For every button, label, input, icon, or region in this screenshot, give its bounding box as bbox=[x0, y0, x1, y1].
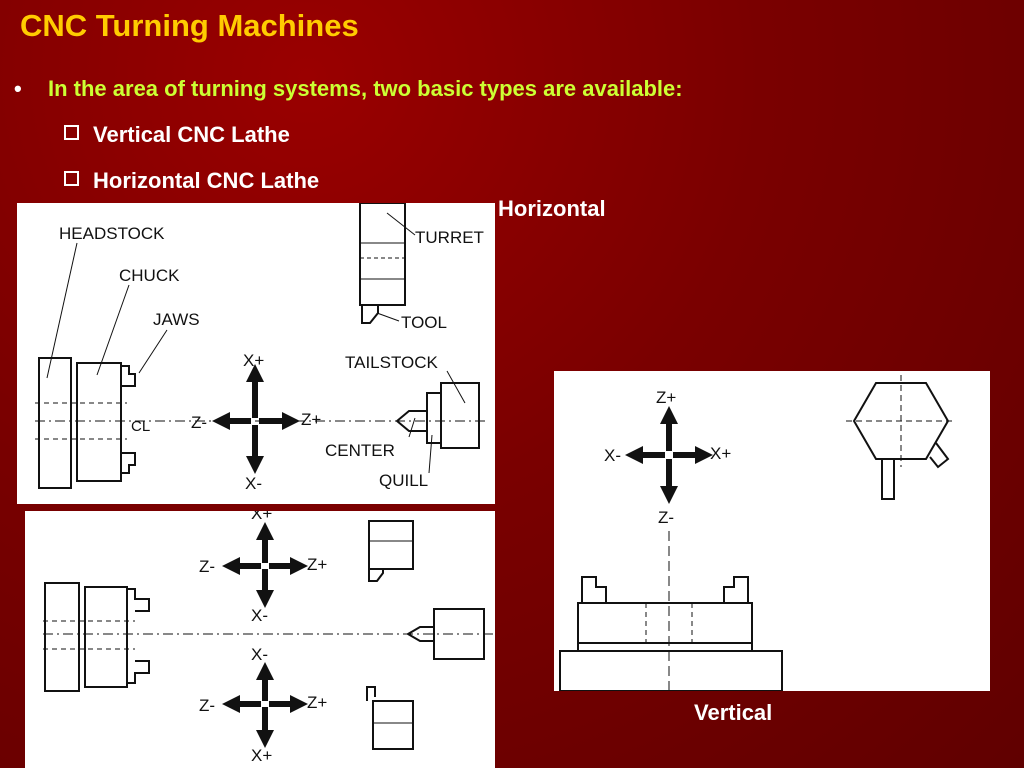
bullet-point: • In the area of turning systems, two bas… bbox=[14, 76, 683, 102]
slide-title: CNC Turning Machines bbox=[20, 8, 359, 43]
vertical-lathe-diagram: Z+ Z- X- X+ bbox=[554, 371, 990, 691]
jaws-shape bbox=[121, 365, 136, 474]
tool-shape bbox=[361, 304, 379, 324]
label-centerline: CL bbox=[131, 418, 150, 435]
axis-label-z-plus-lower: Z+ bbox=[307, 693, 327, 712]
dual-turret-lathe-diagram: X+ X- Z- Z+ X- X+ Z- Z+ bbox=[25, 511, 495, 768]
bullet-dot-icon: • bbox=[14, 76, 22, 101]
axis-label-x-minus: X- bbox=[251, 606, 268, 625]
axis-indicator-lower bbox=[222, 662, 308, 748]
label-quill: QUILL bbox=[379, 471, 428, 490]
axis-label-x-plus-lower: X+ bbox=[251, 746, 272, 765]
label-headstock: HEADSTOCK bbox=[59, 224, 165, 243]
list-item-label: Vertical CNC Lathe bbox=[93, 122, 290, 147]
turret-shape bbox=[359, 203, 406, 306]
list-item-vertical: Vertical CNC Lathe bbox=[64, 122, 290, 148]
label-jaws: JAWS bbox=[153, 310, 200, 329]
axis-label-z-plus: Z+ bbox=[307, 555, 327, 574]
label-chuck: CHUCK bbox=[119, 266, 180, 285]
bullet-text: In the area of turning systems, two basi… bbox=[48, 76, 683, 101]
chuck-table-shape bbox=[577, 602, 753, 644]
axis-label-z-plus: Z+ bbox=[301, 410, 321, 429]
axis-label-x-minus: X- bbox=[245, 474, 262, 493]
axis-label-z-minus: Z- bbox=[658, 508, 674, 527]
list-item-horizontal: Horizontal CNC Lathe bbox=[64, 168, 319, 194]
axis-indicator-horizontal bbox=[212, 364, 300, 474]
axis-indicator-upper bbox=[222, 522, 308, 608]
axis-label-z-plus: Z+ bbox=[656, 388, 676, 407]
caption-vertical: Vertical bbox=[694, 700, 773, 725]
label-center: CENTER bbox=[325, 441, 395, 460]
quill-shape bbox=[426, 392, 442, 444]
jaws-shape bbox=[581, 576, 749, 603]
axis-label-z-minus: Z- bbox=[199, 557, 215, 576]
list-item-label: Horizontal CNC Lathe bbox=[93, 168, 320, 193]
axis-label-x-plus: X+ bbox=[710, 444, 731, 463]
tailstock-shape bbox=[440, 382, 480, 449]
axis-label-x-minus: X- bbox=[604, 446, 621, 465]
label-tool: TOOL bbox=[401, 313, 447, 332]
checkbox-bullet-icon bbox=[64, 125, 79, 140]
axis-label-x-plus: X+ bbox=[243, 351, 264, 370]
axis-label-z-minus: Z- bbox=[191, 413, 207, 432]
horizontal-lathe-diagram: HEADSTOCK CHUCK JAWS TURRET TOOL TAILSTO… bbox=[17, 203, 495, 504]
axis-label-x-minus-lower: X- bbox=[251, 645, 268, 664]
label-turret: TURRET bbox=[415, 228, 484, 247]
headstock-shape bbox=[38, 357, 72, 489]
axis-label-z-minus-lower: Z- bbox=[199, 696, 215, 715]
turret-shape bbox=[852, 382, 950, 460]
axis-indicator-vertical bbox=[625, 406, 713, 504]
label-tailstock: TAILSTOCK bbox=[345, 353, 439, 372]
caption-horizontal: Horizontal bbox=[498, 196, 606, 221]
axis-label-x-plus: X+ bbox=[251, 511, 272, 523]
chuck-shape bbox=[76, 362, 122, 482]
checkbox-bullet-icon bbox=[64, 171, 79, 186]
